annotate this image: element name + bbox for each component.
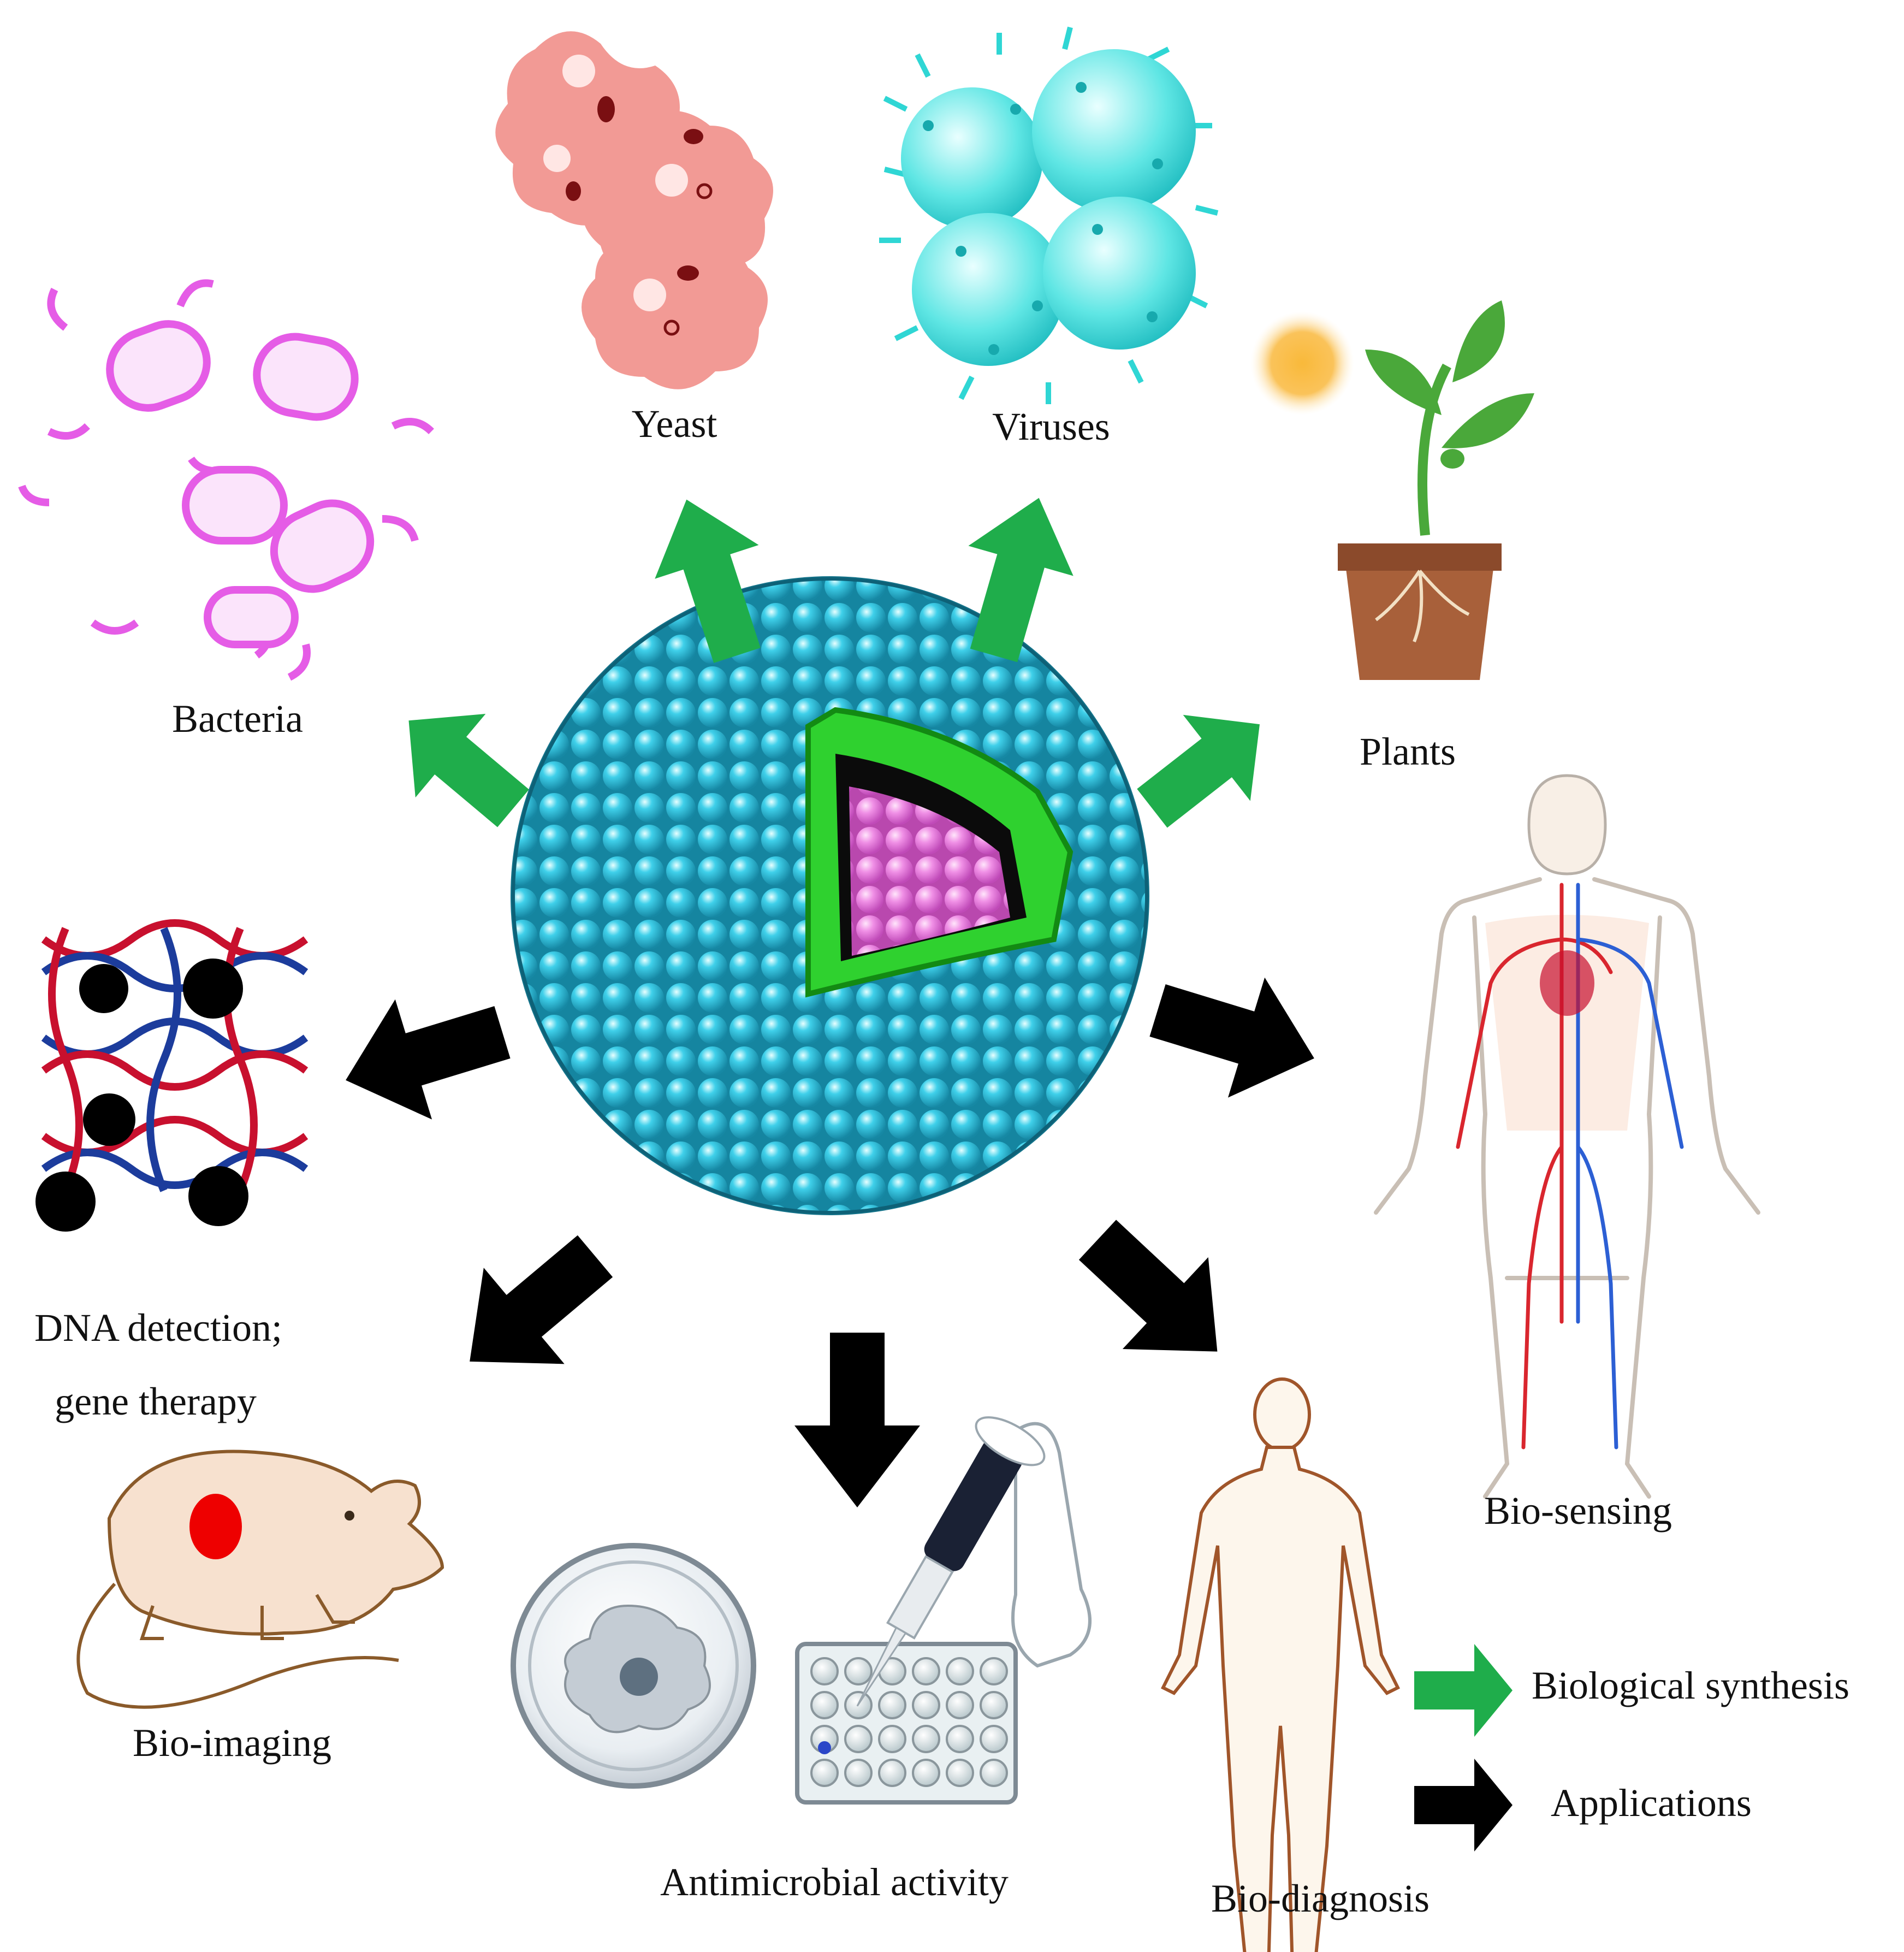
pink-core xyxy=(849,786,1010,956)
arrow-to-bio-diagnosis xyxy=(1078,1220,1218,1352)
well xyxy=(844,1759,873,1787)
tumor-spot xyxy=(189,1494,242,1559)
arrow-to-bacteria xyxy=(408,713,529,827)
pipette-wellplate-icon xyxy=(795,1416,1092,1805)
bacteria-icon xyxy=(18,279,434,681)
legend-synthesis-arrow xyxy=(1414,1644,1512,1737)
label-yeast: Yeast xyxy=(631,402,717,446)
human-outline-icon xyxy=(1160,1377,1401,1952)
well xyxy=(980,1759,1008,1787)
dna-helix-icon xyxy=(35,919,309,1232)
well xyxy=(810,1759,839,1787)
well xyxy=(810,1657,839,1685)
application-arrows xyxy=(346,977,1314,1507)
plant-pot-icon xyxy=(1250,300,1534,680)
well xyxy=(878,1725,906,1753)
well xyxy=(946,1725,974,1753)
well xyxy=(912,1657,940,1685)
arrow-to-bio-sensing xyxy=(1149,977,1314,1098)
nanoparticle-core-shell-icon xyxy=(511,576,1149,1215)
arrow-to-viruses xyxy=(968,498,1073,663)
well xyxy=(912,1691,940,1719)
label-antimicrobial: Antimicrobial activity xyxy=(660,1860,1009,1904)
well xyxy=(946,1759,974,1787)
well xyxy=(912,1759,940,1787)
well xyxy=(810,1691,839,1719)
well xyxy=(844,1657,873,1685)
well xyxy=(912,1725,940,1753)
mouse-icon xyxy=(76,1450,444,1709)
label-bio-sensing: Bio-sensing xyxy=(1484,1489,1672,1533)
label-dna-line2: gene therapy xyxy=(55,1380,257,1423)
well xyxy=(980,1691,1008,1719)
sun-icon xyxy=(1250,311,1354,415)
synthesis-arrows xyxy=(408,498,1260,828)
yeast-icon xyxy=(495,31,773,389)
label-dna-line1: DNA detection; xyxy=(34,1306,282,1350)
arrow-to-dna xyxy=(346,999,511,1120)
virus-icon xyxy=(879,26,1219,404)
well xyxy=(878,1759,906,1787)
label-viruses: Viruses xyxy=(992,405,1110,448)
well xyxy=(844,1725,873,1753)
legend-applications-arrow xyxy=(1414,1759,1512,1852)
label-plants: Plants xyxy=(1359,730,1456,773)
well xyxy=(980,1725,1008,1753)
well xyxy=(946,1657,974,1685)
label-bio-imaging: Bio-imaging xyxy=(133,1721,331,1765)
arrow-to-bio-imaging xyxy=(470,1235,613,1364)
arrow-to-plants xyxy=(1137,714,1260,828)
label-bacteria: Bacteria xyxy=(172,697,303,741)
well xyxy=(878,1691,906,1719)
well-grid xyxy=(810,1657,1008,1787)
human-circulatory-icon xyxy=(1374,774,1760,1499)
legend-applications-label: Applications xyxy=(1551,1781,1752,1825)
arrow-to-yeast xyxy=(655,499,761,663)
label-bio-diagnosis: Bio-diagnosis xyxy=(1211,1877,1430,1920)
arrow-to-antimicrobial xyxy=(794,1333,920,1507)
petri-dish-icon xyxy=(511,1543,756,1789)
well xyxy=(980,1657,1008,1685)
legend-synthesis-label: Biological synthesis xyxy=(1532,1664,1849,1707)
well xyxy=(946,1691,974,1719)
